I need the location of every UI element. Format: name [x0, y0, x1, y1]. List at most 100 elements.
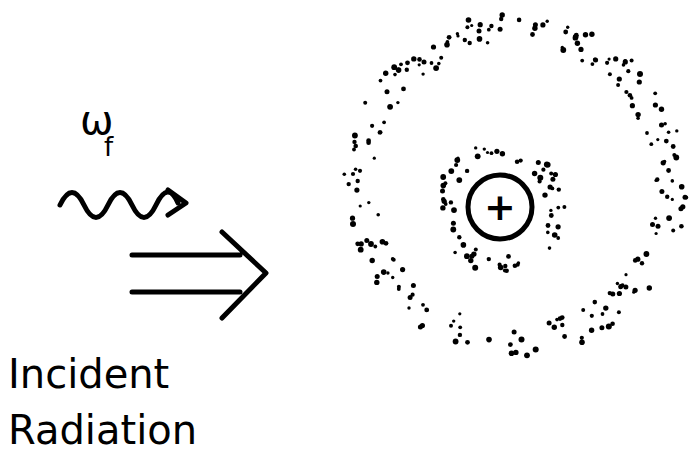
- electron-dot: [439, 56, 443, 60]
- electron-dot: [671, 198, 674, 201]
- electron-dot: [593, 300, 598, 305]
- electron-dot: [477, 29, 482, 34]
- electron-dot: [381, 269, 387, 275]
- electron-dot: [675, 129, 678, 132]
- electron-dot: [547, 321, 552, 326]
- electron-dot: [541, 168, 545, 172]
- electron-dot: [422, 60, 427, 65]
- electron-dot: [399, 62, 403, 66]
- electron-dot: [649, 142, 653, 146]
- electron-dot: [405, 68, 409, 72]
- electron-dot: [560, 323, 564, 327]
- electron-dot: [575, 41, 580, 46]
- electron-dot: [659, 189, 664, 194]
- electron-dot: [368, 241, 374, 247]
- electron-dot: [503, 264, 507, 268]
- electron-dot: [440, 189, 445, 194]
- electron-dot: [490, 151, 494, 155]
- electron-dot: [457, 235, 461, 239]
- electron-dot: [647, 285, 652, 290]
- electron-dot: [653, 102, 658, 107]
- electron-dot: [370, 124, 374, 128]
- electron-dot: [456, 177, 462, 183]
- electron-dot: [671, 179, 675, 183]
- electron-dot: [637, 79, 642, 84]
- electron-dot: [653, 91, 657, 95]
- electron-dot: [644, 251, 650, 257]
- electron-dot: [387, 104, 393, 110]
- electron-dot: [530, 32, 535, 37]
- electron-dot: [552, 325, 557, 330]
- electron-dot: [666, 168, 671, 173]
- radiation-label: Incident Radiation: [8, 346, 258, 455]
- electron-dot: [616, 282, 619, 285]
- electron-dot: [465, 169, 469, 173]
- electron-dot: [418, 63, 421, 66]
- electron-dot: [509, 350, 515, 356]
- electron-dot: [430, 61, 434, 65]
- electron-dot: [650, 222, 655, 227]
- electron-dot: [386, 271, 389, 274]
- electron-dot: [358, 169, 362, 173]
- electron-dot: [624, 273, 627, 276]
- electron-dot: [566, 26, 569, 29]
- electron-dot: [474, 248, 478, 252]
- electron-dot: [664, 139, 669, 144]
- electron-dot: [376, 213, 380, 217]
- electron-dot: [603, 305, 608, 310]
- electron-dot: [590, 314, 594, 318]
- electron-dot: [418, 325, 423, 330]
- electron-dot: [391, 64, 397, 70]
- electron-dot: [532, 171, 537, 176]
- electron-dot: [468, 258, 473, 263]
- electron-dot: [549, 213, 554, 218]
- electron-dot: [515, 159, 520, 164]
- electron-dot: [655, 232, 658, 235]
- electron-dot: [367, 201, 370, 204]
- electron-dot: [562, 205, 566, 209]
- electron-dot: [448, 168, 454, 174]
- electron-dot: [382, 120, 386, 124]
- electron-dot: [581, 308, 585, 312]
- electron-dot: [524, 352, 530, 358]
- electron-dot: [440, 205, 445, 210]
- electron-dot: [498, 265, 504, 271]
- electron-dot: [483, 147, 486, 150]
- electron-dot: [378, 130, 382, 134]
- frequency-subscript: f: [104, 132, 113, 163]
- electron-dot: [556, 206, 560, 210]
- electron-dot: [622, 63, 626, 67]
- electron-dot: [516, 263, 520, 267]
- electron-dot: [373, 245, 377, 249]
- electron-dot: [421, 72, 424, 75]
- electron-dot: [620, 283, 624, 287]
- electron-dot: [578, 47, 583, 52]
- electron-cloud: [343, 12, 689, 358]
- electron-dot: [486, 151, 489, 154]
- electron-dot: [500, 12, 505, 17]
- electron-dot: [449, 324, 453, 328]
- electron-dot: [431, 44, 436, 49]
- electron-dot: [550, 177, 555, 182]
- electron-dot: [453, 339, 459, 345]
- electron-dot: [630, 58, 634, 62]
- electron-dot: [503, 269, 507, 273]
- electron-dot: [561, 46, 564, 49]
- electron-dot: [580, 336, 584, 340]
- electron-dot: [494, 149, 499, 154]
- electron-dot: [453, 251, 457, 255]
- electron-dot: [379, 79, 383, 83]
- electron-dot: [352, 133, 358, 139]
- electron-dot: [380, 239, 386, 245]
- electron-dot: [624, 90, 628, 94]
- electron-dot: [540, 22, 545, 27]
- electron-dot: [359, 241, 364, 246]
- electron-dot: [499, 17, 503, 21]
- electron-dot: [458, 312, 461, 315]
- electron-dot: [374, 280, 379, 285]
- electron-dot: [470, 24, 473, 27]
- electron-dot: [350, 221, 356, 227]
- electron-dot: [552, 232, 558, 238]
- electron-dot: [605, 61, 609, 65]
- photon-arrowhead: [168, 190, 186, 215]
